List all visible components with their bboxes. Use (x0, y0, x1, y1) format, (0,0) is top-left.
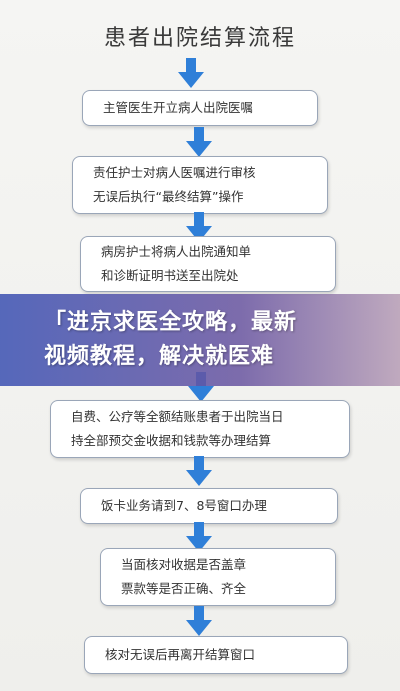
down-arrow-icon (186, 212, 212, 242)
step-7-line-1: 核对无误后再离开结算窗口 (105, 647, 256, 662)
down-arrow-icon (186, 127, 212, 157)
down-arrow-icon (186, 606, 212, 636)
step-6-box: 当面核对收据是否盖章 票款等是否正确、齐全 (100, 548, 336, 606)
down-arrow-icon (186, 522, 212, 552)
step-4-line-1: 自费、公疗等全额结账患者于出院当日 (71, 409, 284, 424)
step-4-box: 自费、公疗等全额结账患者于出院当日 持全部预交金收据和钱款等办理结算 (50, 400, 350, 458)
banner-line-2: 视频教程，解决就医难 (44, 344, 275, 369)
step-7-box: 核对无误后再离开结算窗口 (84, 636, 348, 674)
step-5-box: 饭卡业务请到7、8号窗口办理 (80, 488, 338, 524)
down-arrow-icon (186, 456, 212, 486)
step-2-box: 责任护士对病人医嘱进行审核 无误后执行“最终结算”操作 (72, 156, 328, 214)
step-4-line-2: 持全部预交金收据和钱款等办理结算 (71, 433, 272, 448)
step-2-line-1: 责任护士对病人医嘱进行审核 (93, 165, 256, 180)
step-3-box: 病房护士将病人出院通知单 和诊断证明书送至出院处 (80, 236, 336, 292)
step-3-line-2: 和诊断证明书送至出院处 (101, 268, 239, 283)
step-1-line-1: 主管医生开立病人出院医嘱 (103, 100, 254, 115)
flowchart-title: 患者出院结算流程 (103, 26, 296, 51)
down-arrow-icon (178, 58, 204, 88)
banner-line-1: 「进京求医全攻略，最新 (44, 310, 298, 335)
step-6-line-1: 当面核对收据是否盖章 (121, 557, 247, 572)
down-arrow-icon (188, 372, 214, 402)
step-2-line-2: 无误后执行“最终结算”操作 (93, 189, 244, 204)
promo-banner[interactable]: 「进京求医全攻略，最新 视频教程，解决就医难 (0, 294, 400, 386)
step-6-line-2: 票款等是否正确、齐全 (121, 581, 247, 596)
step-5-line-1: 饭卡业务请到7、8号窗口办理 (101, 498, 267, 513)
step-3-line-1: 病房护士将病人出院通知单 (101, 244, 252, 259)
step-1-box: 主管医生开立病人出院医嘱 (82, 90, 318, 126)
